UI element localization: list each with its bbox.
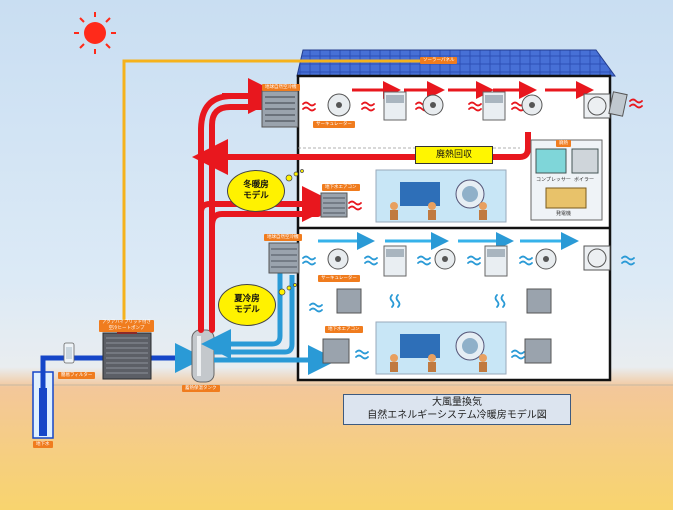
lower-ac-label: 地下水エアコン xyxy=(325,326,363,333)
lower-floor-equipment xyxy=(268,242,611,375)
exhaust-label: 廃熱 xyxy=(556,140,571,147)
heat-pump-unit xyxy=(102,328,152,380)
lower-circulator-label: サーキュレーター xyxy=(318,275,360,282)
compressor-label: コンプレッサー xyxy=(536,177,571,183)
filter-label: 簡易フィルター xyxy=(58,372,96,379)
diagram-title-line1: 大風量換気 xyxy=(432,397,482,408)
summer-model-bubble: 夏冷房モデル xyxy=(218,284,276,326)
well-label: 地下水 xyxy=(33,441,53,448)
groundwater-pipe xyxy=(40,355,108,388)
diagram-title-box: 大風量換気 自然エネルギーシステム冷暖房モデル図 xyxy=(343,394,571,425)
heat-pump-label: アクアハイブリッド付き 空冷ヒートポンプ xyxy=(99,320,155,332)
middle-floor-equipment xyxy=(320,169,507,223)
winter-model-bubble: 冬暖房モデル xyxy=(227,170,285,212)
mid-ac-label: 地下水エアコン xyxy=(322,184,360,191)
sun-icon xyxy=(74,12,116,54)
summer-model-line2: モデル xyxy=(234,305,260,315)
top-natural-ac-label: 地球自然空冷機 xyxy=(262,84,300,91)
heat-recovery-label: 廃熱回収 xyxy=(415,146,493,164)
storage-tank xyxy=(191,329,215,383)
winter-model-line2: モデル xyxy=(243,191,269,201)
storage-tank-label: 蓄熱保温タンク xyxy=(182,385,220,392)
generator-label: 発電機 xyxy=(556,211,572,217)
winter-model-line1: 冬暖房 xyxy=(243,180,269,190)
solar-panel-label: ソーラーパネル xyxy=(420,57,458,64)
top-circulator-label: サーキュレーター xyxy=(313,121,355,128)
summer-model-line1: 夏冷房 xyxy=(234,294,260,304)
diagram-title-line2: 自然エネルギーシステム冷暖房モデル図 xyxy=(367,410,547,421)
exhaust-machinery xyxy=(530,139,603,221)
boiler-label: ボイラー xyxy=(574,177,595,183)
top-floor-equipment xyxy=(261,90,628,128)
solar-power-line xyxy=(122,59,430,322)
filter-icon xyxy=(63,342,75,364)
lower-natural-ac-label: 地球自然空冷機 xyxy=(264,234,302,241)
